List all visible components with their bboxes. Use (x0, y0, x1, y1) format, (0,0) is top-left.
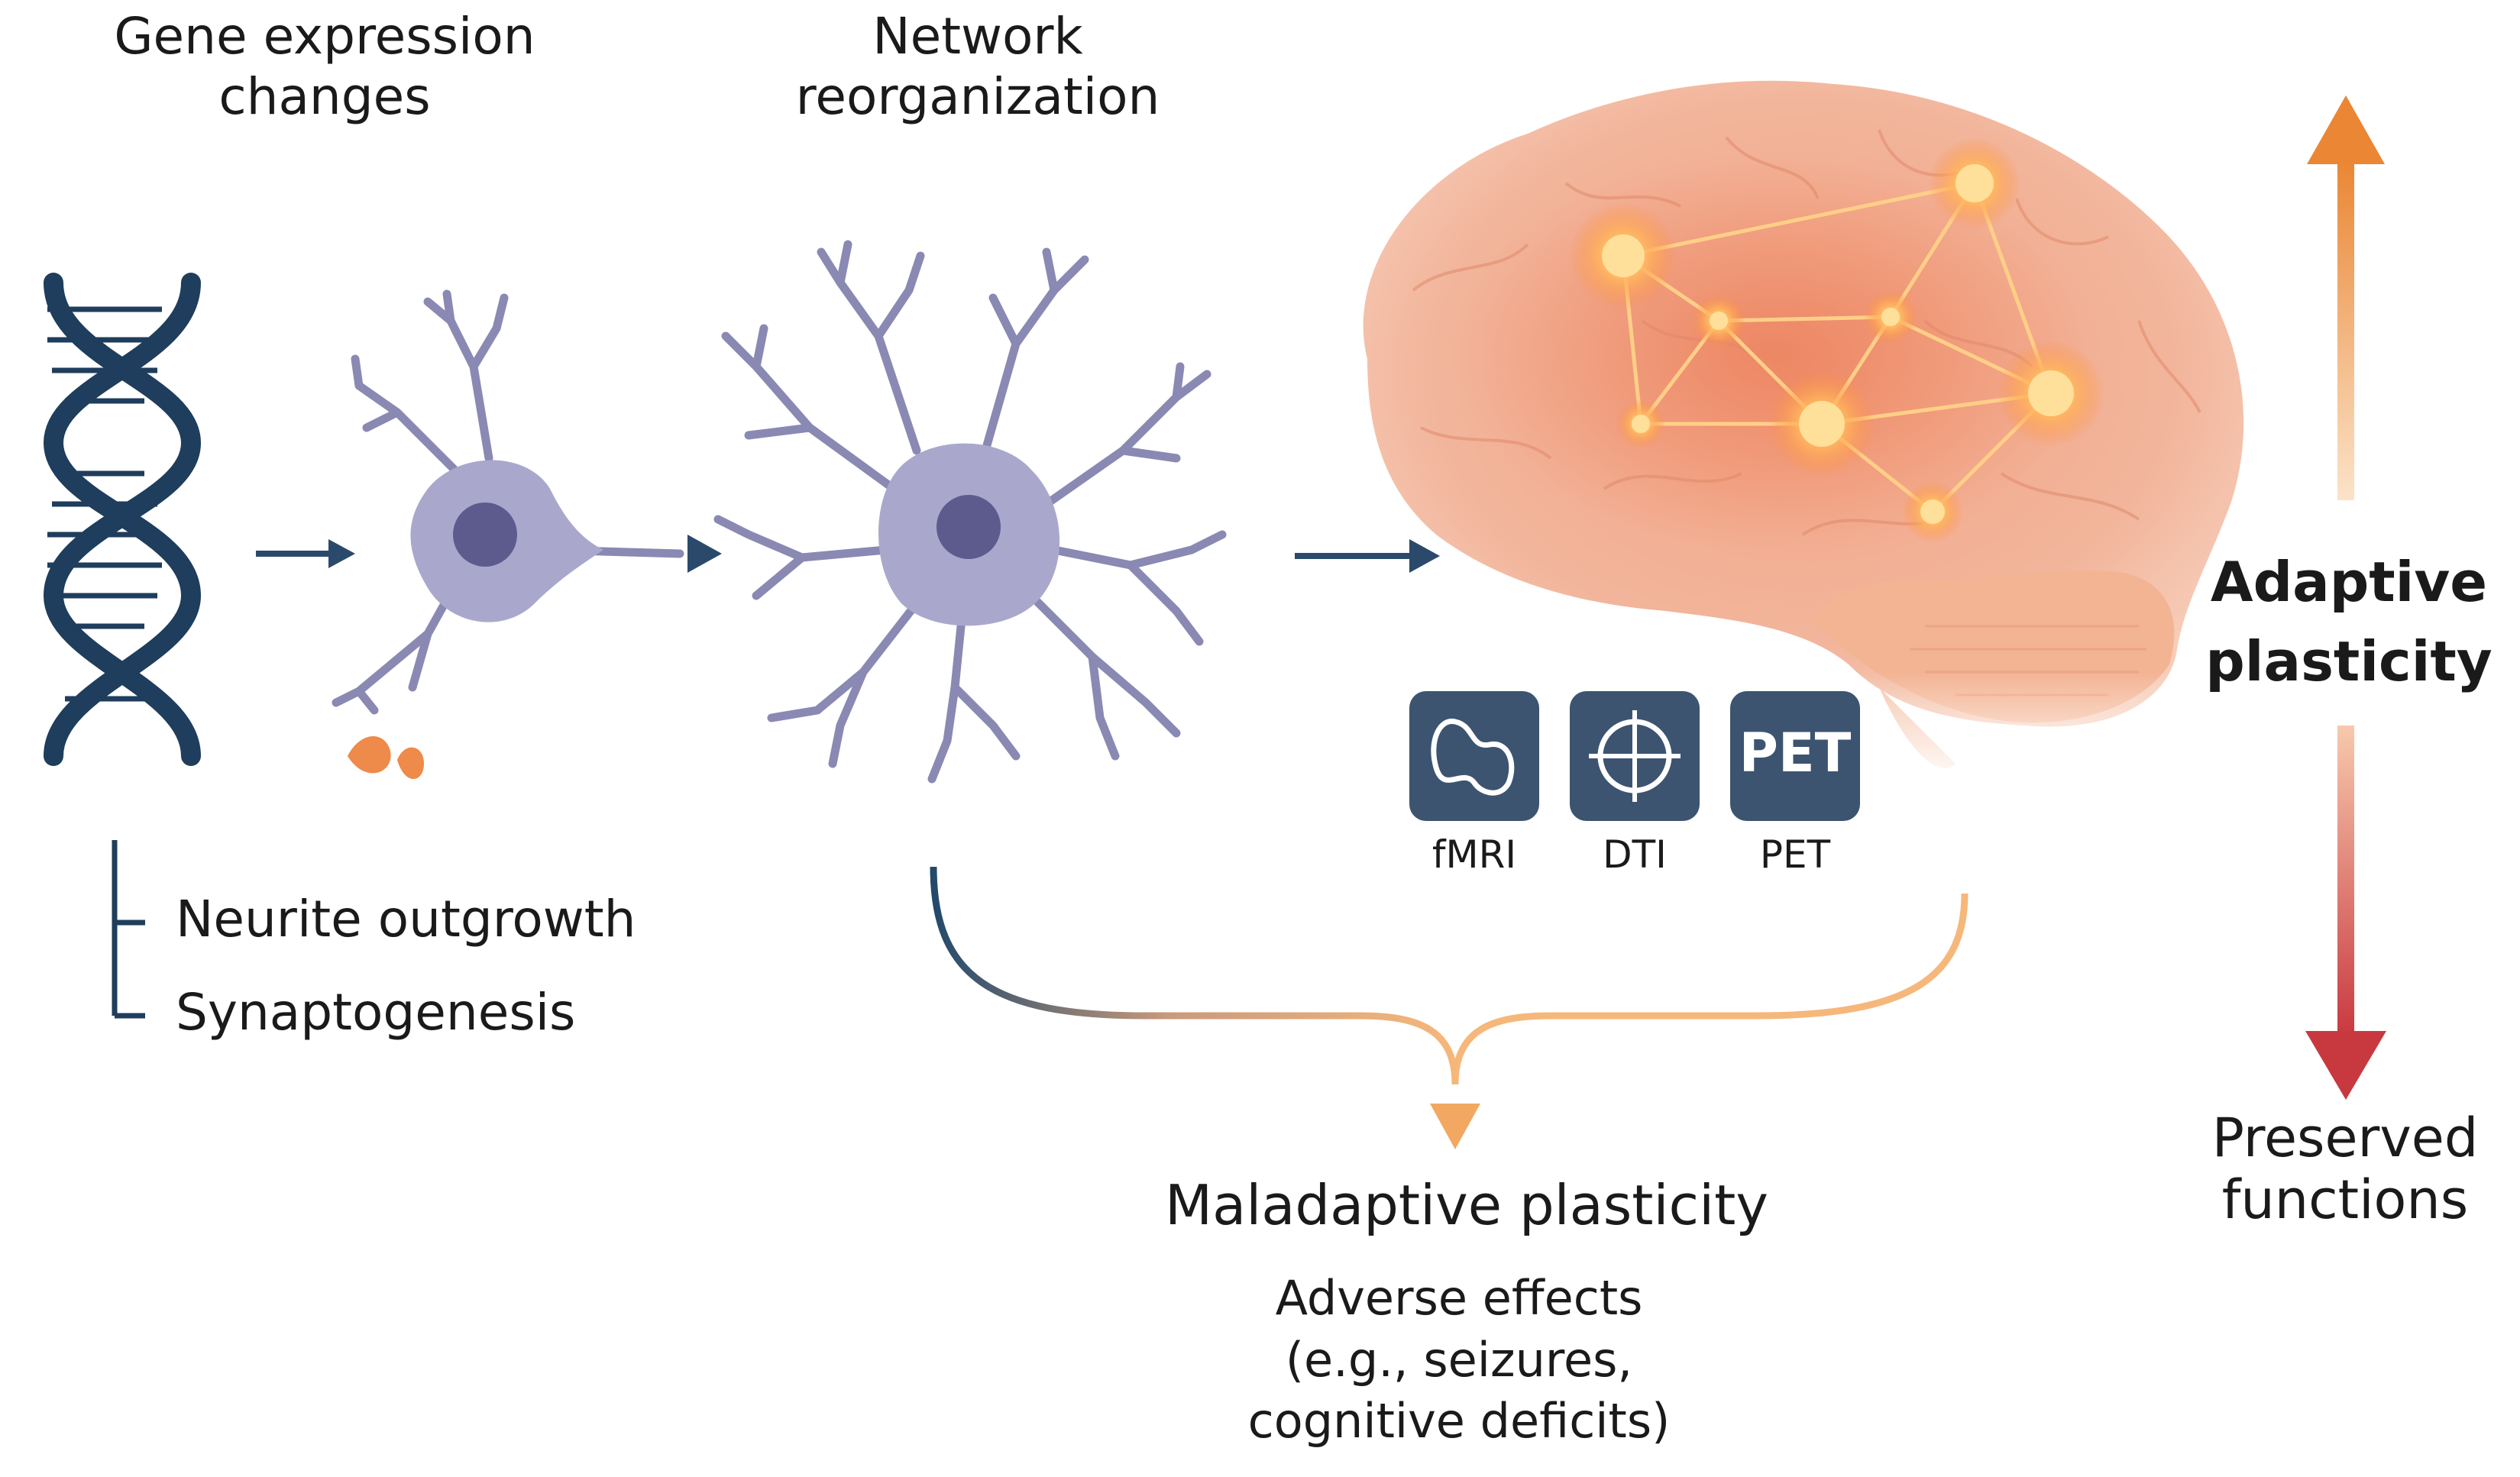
maladaptive-plasticity-title: Maladaptive plasticity (1165, 1173, 1768, 1237)
pet-badge-text: PET (1739, 722, 1852, 784)
gene-expression-label: Gene expression changes (114, 7, 535, 127)
adaptive-up-arrow (2307, 95, 2385, 500)
maladaptive-bracket (930, 866, 1968, 1149)
preserved-functions-label: Preserved functions (2211, 1107, 2479, 1231)
fmri-icon (1409, 691, 1539, 821)
neuron-nucleus (453, 503, 517, 567)
dna-helix-icon (43, 273, 202, 766)
brain-network (1570, 137, 2104, 542)
dti-label: DTI (1603, 832, 1667, 877)
maladaptive-plasticity-description: Adverse effects (e.g., seizures, cogniti… (1247, 1270, 1671, 1450)
neuron-axon-arrow (687, 535, 722, 573)
maladaptive-arrowhead (1430, 1104, 1480, 1149)
pet-icon: PET (1730, 691, 1860, 821)
pet-label: PET (1759, 832, 1831, 877)
outcome-bracket (112, 840, 145, 1019)
synaptogenesis-label: Synaptogenesis (176, 983, 576, 1042)
adaptive-plasticity-label: Adaptive plasticity (2205, 550, 2493, 694)
fmri-label: fMRI (1431, 832, 1517, 877)
preserved-down-arrow (2305, 726, 2386, 1100)
flow-arrow-1 (256, 539, 355, 568)
network-reorganization-label: Network reorganization (795, 7, 1160, 127)
neurite-outgrowth-label: Neurite outgrowth (176, 890, 636, 949)
synapse-bouton-icon (348, 735, 424, 779)
dti-icon (1570, 691, 1700, 821)
flow-arrow-2 (1295, 539, 1440, 573)
branched-neuron-icon (713, 240, 1227, 784)
branched-neuron-nucleus (937, 495, 1001, 559)
